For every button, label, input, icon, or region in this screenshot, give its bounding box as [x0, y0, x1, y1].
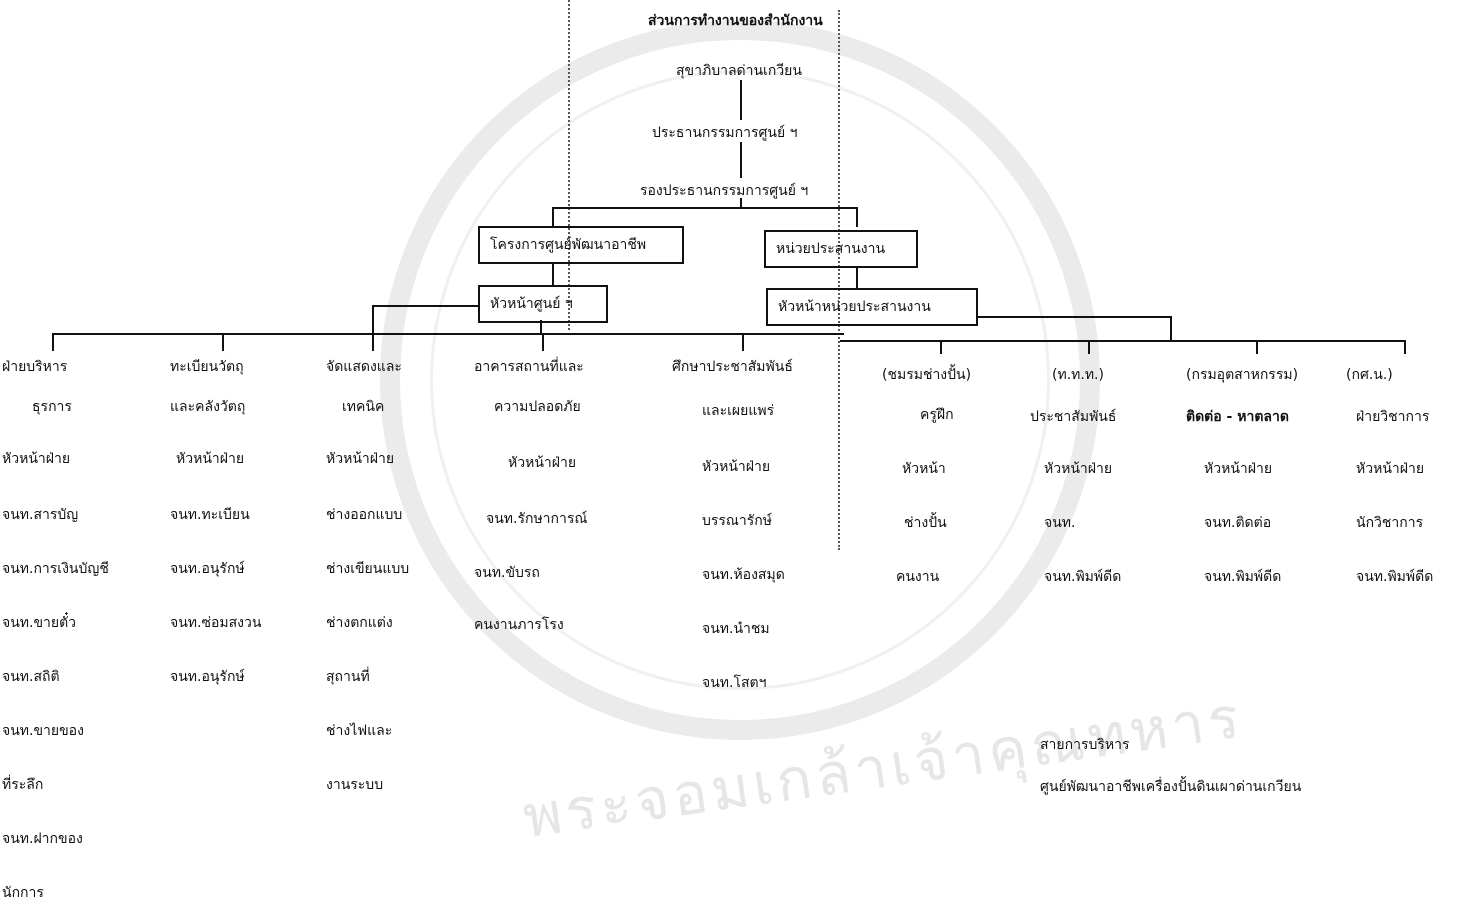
column-item: (กรมอุตสาหกรรม) [1186, 367, 1299, 383]
column-item: จัดแสดงและ [326, 359, 402, 375]
column-item: หัวหน้าฝ่าย [1356, 461, 1425, 477]
column-item: งานระบบ [326, 777, 384, 793]
connector [552, 262, 554, 286]
column-item: จนท.ซ่อมสงวน [170, 615, 262, 631]
drop-line [372, 305, 374, 351]
column-item: คนงาน [896, 569, 940, 585]
column-item: จนท.ฝากของ [2, 831, 83, 847]
box-career-project: โครงการศูนย์พัฒนาอาชีพ [478, 226, 684, 264]
caption-line-1: สายการบริหาร [1040, 737, 1130, 753]
column-item: และเผยแพร่ [702, 403, 775, 419]
scan-dotted-line [568, 0, 570, 330]
column-item: สุถานที่ [326, 669, 370, 685]
column-item: (กศ.น.) [1346, 367, 1393, 383]
connector [740, 80, 742, 120]
column-item: หัวหน้าฝ่าย [508, 455, 577, 471]
column-item: จนท.รักษาการณ์ [486, 511, 588, 527]
column-item: ทะเบียนวัตถุ [170, 359, 244, 375]
column-item: หัวหน้าฝ่าย [702, 459, 771, 475]
column-item: หัวหน้าฝ่าย [176, 451, 245, 467]
column-item: หัวหน้าฝ่าย [326, 451, 395, 467]
coord-bus-line [978, 316, 1172, 318]
column-item: นักวิชาการ [1356, 515, 1424, 531]
connector [856, 266, 858, 288]
node-chairman: ประธานกรรมการศูนย์ ฯ [652, 125, 798, 141]
main-bus-line [52, 333, 844, 335]
column-item: จนท.สารบัญ [2, 507, 79, 523]
column-item: อาคารสถานที่และ [474, 359, 584, 375]
column-item: เทคนิค [342, 399, 385, 415]
connector [372, 305, 478, 307]
column-item: ช่างปั้น [904, 515, 947, 531]
connector [540, 320, 542, 334]
column-item: จนท.การเงินบัญชี [2, 561, 109, 577]
column-item: หัวหน้า [902, 461, 946, 477]
connector [1170, 316, 1172, 340]
drop-line [1404, 340, 1406, 354]
box-center-head: หัวหน้าศูนย์ ฯ [478, 285, 608, 323]
column-item: ที่ระลึก [2, 777, 44, 793]
column-item: และคลังวัตถุ [170, 399, 246, 415]
drop-line [222, 333, 224, 351]
column-item: นักการ [2, 885, 44, 901]
column-item: จนท.พิมพ์ดีด [1044, 569, 1122, 585]
drop-line [542, 333, 544, 351]
scan-dotted-line [838, 10, 840, 550]
column-item: ธุรการ [32, 399, 72, 415]
column-item: จนท.ทะเบียน [170, 507, 250, 523]
column-item: จนท.ขายตั๋ว [2, 615, 77, 631]
connector [856, 207, 858, 227]
caption-line-2: ศูนย์พัฒนาอาชีพเครื่องปั้นดินเผาด่านเกวี… [1040, 779, 1302, 795]
box-coordination-unit: หน่วยประสานงาน [764, 230, 918, 268]
column-item: หัวหน้าฝ่าย [1044, 461, 1113, 477]
column-item: ฝ่ายบริหาร [2, 359, 68, 375]
connector [740, 198, 742, 208]
column-item: จนท.โสตฯ [702, 675, 767, 691]
drop-line [940, 340, 942, 354]
column-item: คนงานภารโรง [474, 617, 564, 633]
column-item: ความปลอดภัย [494, 399, 581, 415]
connector [552, 207, 554, 227]
column-item: ศึกษาประชาสัมพันธ์ [672, 359, 793, 375]
drop-line [52, 333, 54, 351]
column-item: จนท.ติดต่อ [1204, 515, 1272, 531]
column-item: จนท. [1044, 515, 1076, 531]
column-item: จนท.พิมพ์ดีด [1204, 569, 1282, 585]
column-item: ช่างไฟและ [326, 723, 393, 739]
column-item: จนท.ขับรถ [474, 565, 540, 581]
drop-line [742, 333, 744, 351]
box-coord-head: หัวหน้าหน่วยประสานงาน [766, 288, 978, 326]
column-item: ฝ่ายวิชาการ [1356, 409, 1430, 425]
column-item: จนท.ขายของ [2, 723, 84, 739]
connector [740, 142, 742, 178]
coord-bus-line [840, 340, 1406, 342]
drop-line [1088, 340, 1090, 354]
column-item: ช่างเขียนแบบ [326, 561, 410, 577]
column-item: ติดต่อ - หาตลาด [1186, 409, 1289, 425]
column-item: (ชมรมช่างปั้น) [882, 367, 972, 383]
column-item: บรรณารักษ์ [702, 513, 772, 529]
connector [552, 207, 858, 209]
column-item: ประชาสัมพันธ์ [1030, 409, 1117, 425]
column-item: จนท.พิมพ์ดีด [1356, 569, 1434, 585]
chart-title: ส่วนการทำงานของสำนักงาน [648, 13, 823, 29]
column-item: จนท.สถิติ [2, 669, 60, 685]
column-item: ช่างตกแต่ง [326, 615, 393, 631]
column-item: จนท.อนุรักษ์ [170, 561, 245, 577]
column-item: ช่างออกแบบ [326, 507, 403, 523]
node-vice-chairman: รองประธานกรรมการศูนย์ ฯ [640, 183, 809, 199]
column-item: หัวหน้าฝ่าย [2, 451, 71, 467]
column-item: จนท.ห้องสมุด [702, 567, 785, 583]
node-sanitation: สุขาภิบาลด่านเกวียน [676, 63, 802, 79]
column-item: หัวหน้าฝ่าย [1204, 461, 1273, 477]
seal-inner-ring [430, 70, 1050, 690]
column-item: ครูฝึก [920, 407, 954, 423]
column-item: จนท.อนุรักษ์ [170, 669, 245, 685]
column-item: จนท.นำชม [702, 621, 770, 637]
drop-line [1256, 340, 1258, 354]
column-item: (ท.ท.ท.) [1052, 367, 1104, 383]
